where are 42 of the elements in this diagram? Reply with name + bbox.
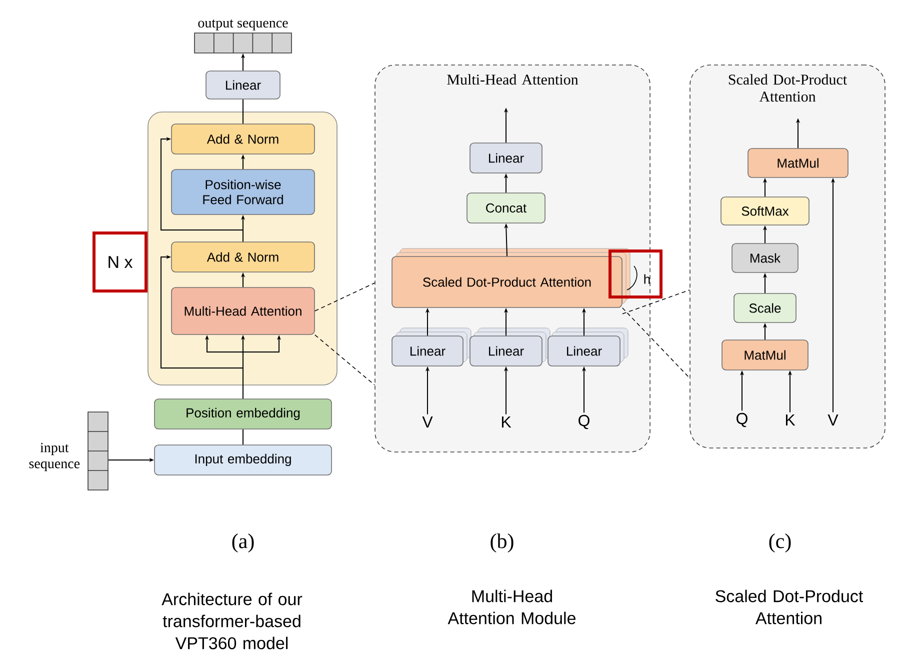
- output-sequence: output sequence: [194, 20, 292, 54]
- connector-line: [314, 334, 375, 386]
- arrow: [160, 254, 244, 400]
- input-letter: V: [828, 414, 838, 426]
- caption: Architecture of our transformer-based VPT360 model: [162, 592, 302, 650]
- connector-line: [242, 428, 244, 446]
- attention-box: Scaled Dot-Product Attention: [392, 256, 622, 308]
- connector-line: [622, 308, 690, 378]
- input-letter: K: [502, 416, 512, 428]
- linear-box: Linear: [470, 142, 542, 174]
- mask-box: Mask: [732, 243, 798, 273]
- attention-box: Multi-Head Attention: [171, 287, 315, 335]
- concat-box: Concat: [466, 192, 546, 224]
- caption: Scaled Dot-Product Attention: [716, 590, 864, 624]
- scale-box: Scale: [734, 293, 796, 323]
- caption: Multi-Head Attention Module: [448, 590, 576, 624]
- input-letter: Q: [578, 414, 590, 430]
- connector-line: [622, 290, 690, 314]
- connector-line: [314, 282, 375, 312]
- input-letter: K: [786, 414, 796, 426]
- panel-letter: (c): [769, 533, 791, 553]
- input-sequence: input sequence: [29, 412, 108, 490]
- embedding-box: Position embedding: [154, 398, 332, 430]
- node-label: output sequence: [198, 20, 288, 30]
- softmax-box: SoftMax: [720, 196, 810, 226]
- matmul-box: MatMul: [722, 340, 808, 370]
- add-norm-box: Add & Norm: [171, 124, 315, 154]
- linear-box: Linear: [206, 70, 280, 100]
- panel-letter: (b): [490, 533, 514, 553]
- input-letter: Q: [736, 412, 748, 428]
- embedding-box: Input embedding: [154, 444, 332, 476]
- add-norm-box: Add & Norm: [171, 242, 315, 272]
- repeat-label: N x: [108, 256, 133, 268]
- arrow: [160, 136, 244, 242]
- feed-forward-box: Position-wise Feed Forward: [171, 169, 315, 215]
- input-letter: V: [422, 416, 433, 428]
- connector-line: [242, 98, 244, 124]
- node-label: input sequence: [29, 442, 80, 472]
- head-count-label: h: [644, 274, 650, 284]
- matmul-box: MatMul: [748, 148, 848, 178]
- panel-letter: (a): [232, 533, 254, 553]
- linear-box: Linear: [392, 336, 464, 366]
